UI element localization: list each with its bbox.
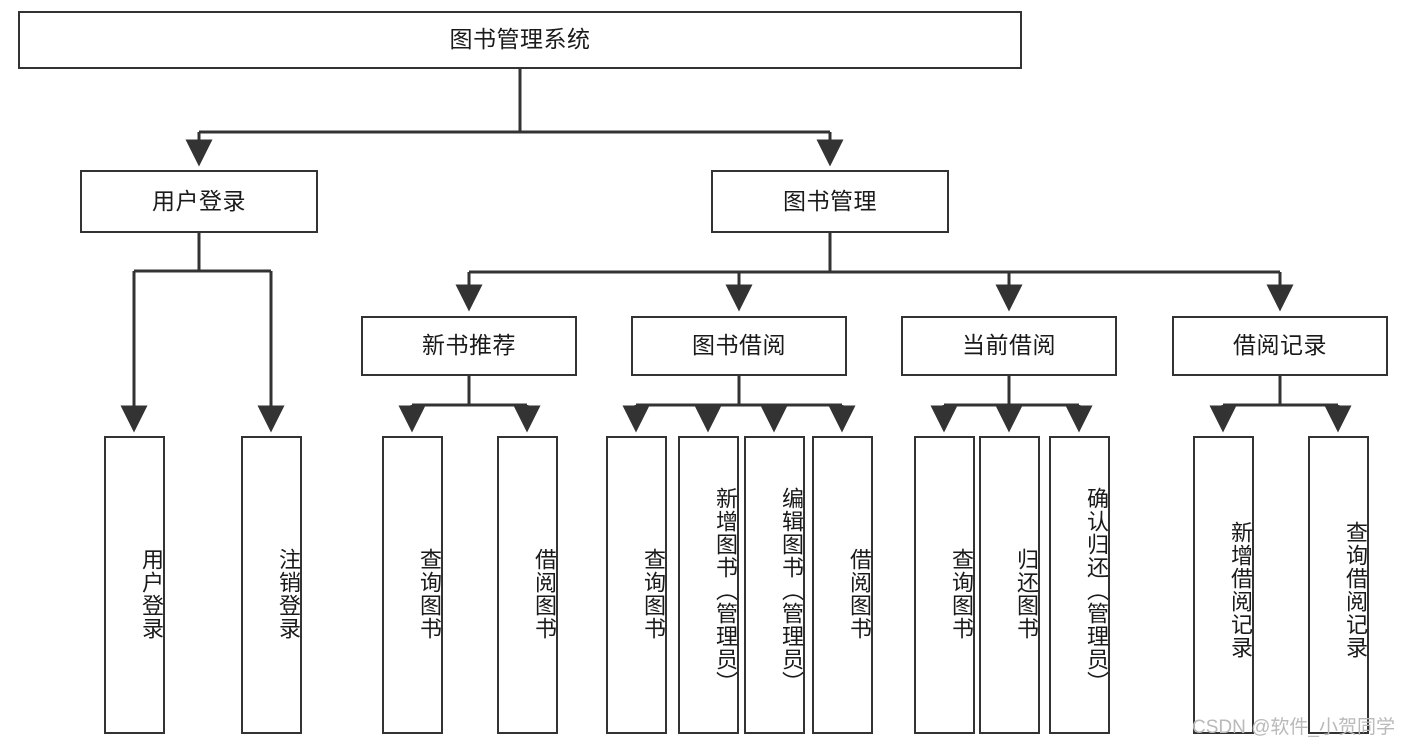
node-current-borrow[interactable]: 当前借阅 [901, 316, 1117, 376]
node-leaf-confirm-return[interactable]: 确认归还（管理员） [1049, 436, 1110, 734]
node-leaf-add-record[interactable]: 新增借阅记录 [1193, 436, 1254, 734]
csdn-watermark: CSDN @软件_小贺同学 [1192, 717, 1395, 738]
node-leaf-edit-book[interactable]: 编辑图书（管理员） [744, 436, 805, 734]
node-borrow-record[interactable]: 借阅记录 [1172, 316, 1388, 376]
node-leaf-query-book-1[interactable]: 查询图书 [382, 436, 443, 734]
node-user-login[interactable]: 用户登录 [80, 170, 318, 233]
node-leaf-query-book-3[interactable]: 查询图书 [914, 436, 975, 734]
node-leaf-query-record[interactable]: 查询借阅记录 [1308, 436, 1369, 734]
node-leaf-borrow-book-2[interactable]: 借阅图书 [812, 436, 873, 734]
node-leaf-add-book[interactable]: 新增图书（管理员） [678, 436, 739, 734]
node-leaf-user-login[interactable]: 用户登录 [104, 436, 165, 734]
node-new-book-recommend[interactable]: 新书推荐 [361, 316, 577, 376]
node-book-management[interactable]: 图书管理 [711, 170, 949, 233]
node-leaf-query-book-2[interactable]: 查询图书 [606, 436, 667, 734]
node-leaf-return-book[interactable]: 归还图书 [979, 436, 1040, 734]
node-root-system[interactable]: 图书管理系统 [18, 11, 1022, 69]
node-book-borrow[interactable]: 图书借阅 [631, 316, 847, 376]
node-leaf-borrow-book-1[interactable]: 借阅图书 [497, 436, 558, 734]
node-leaf-logout-login[interactable]: 注销登录 [241, 436, 302, 734]
